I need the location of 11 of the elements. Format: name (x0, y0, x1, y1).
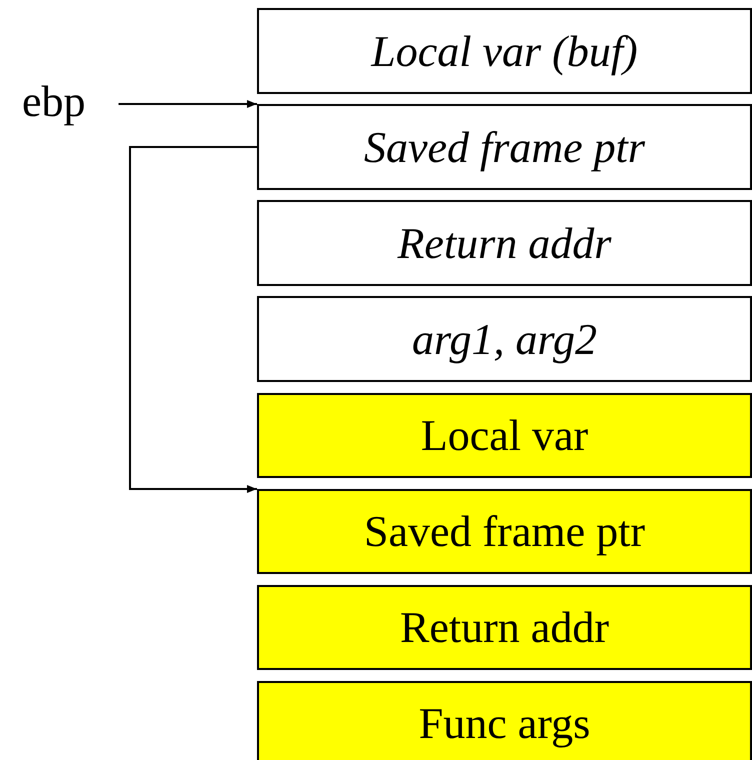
register-label: ebp (22, 76, 86, 127)
stack-slot: Saved frame ptr (257, 489, 752, 574)
arrow (129, 146, 257, 493)
stack-slot: Saved frame ptr (257, 104, 752, 190)
stack-slot: Local var (buf) (257, 8, 752, 94)
stack-slot: Return addr (257, 585, 752, 670)
arrow (118, 100, 257, 108)
stack-slot: Func args (257, 681, 752, 760)
stack-slot: Local var (257, 393, 752, 478)
stack-slot: Return addr (257, 200, 752, 286)
stack-slot: arg1, arg2 (257, 296, 752, 382)
